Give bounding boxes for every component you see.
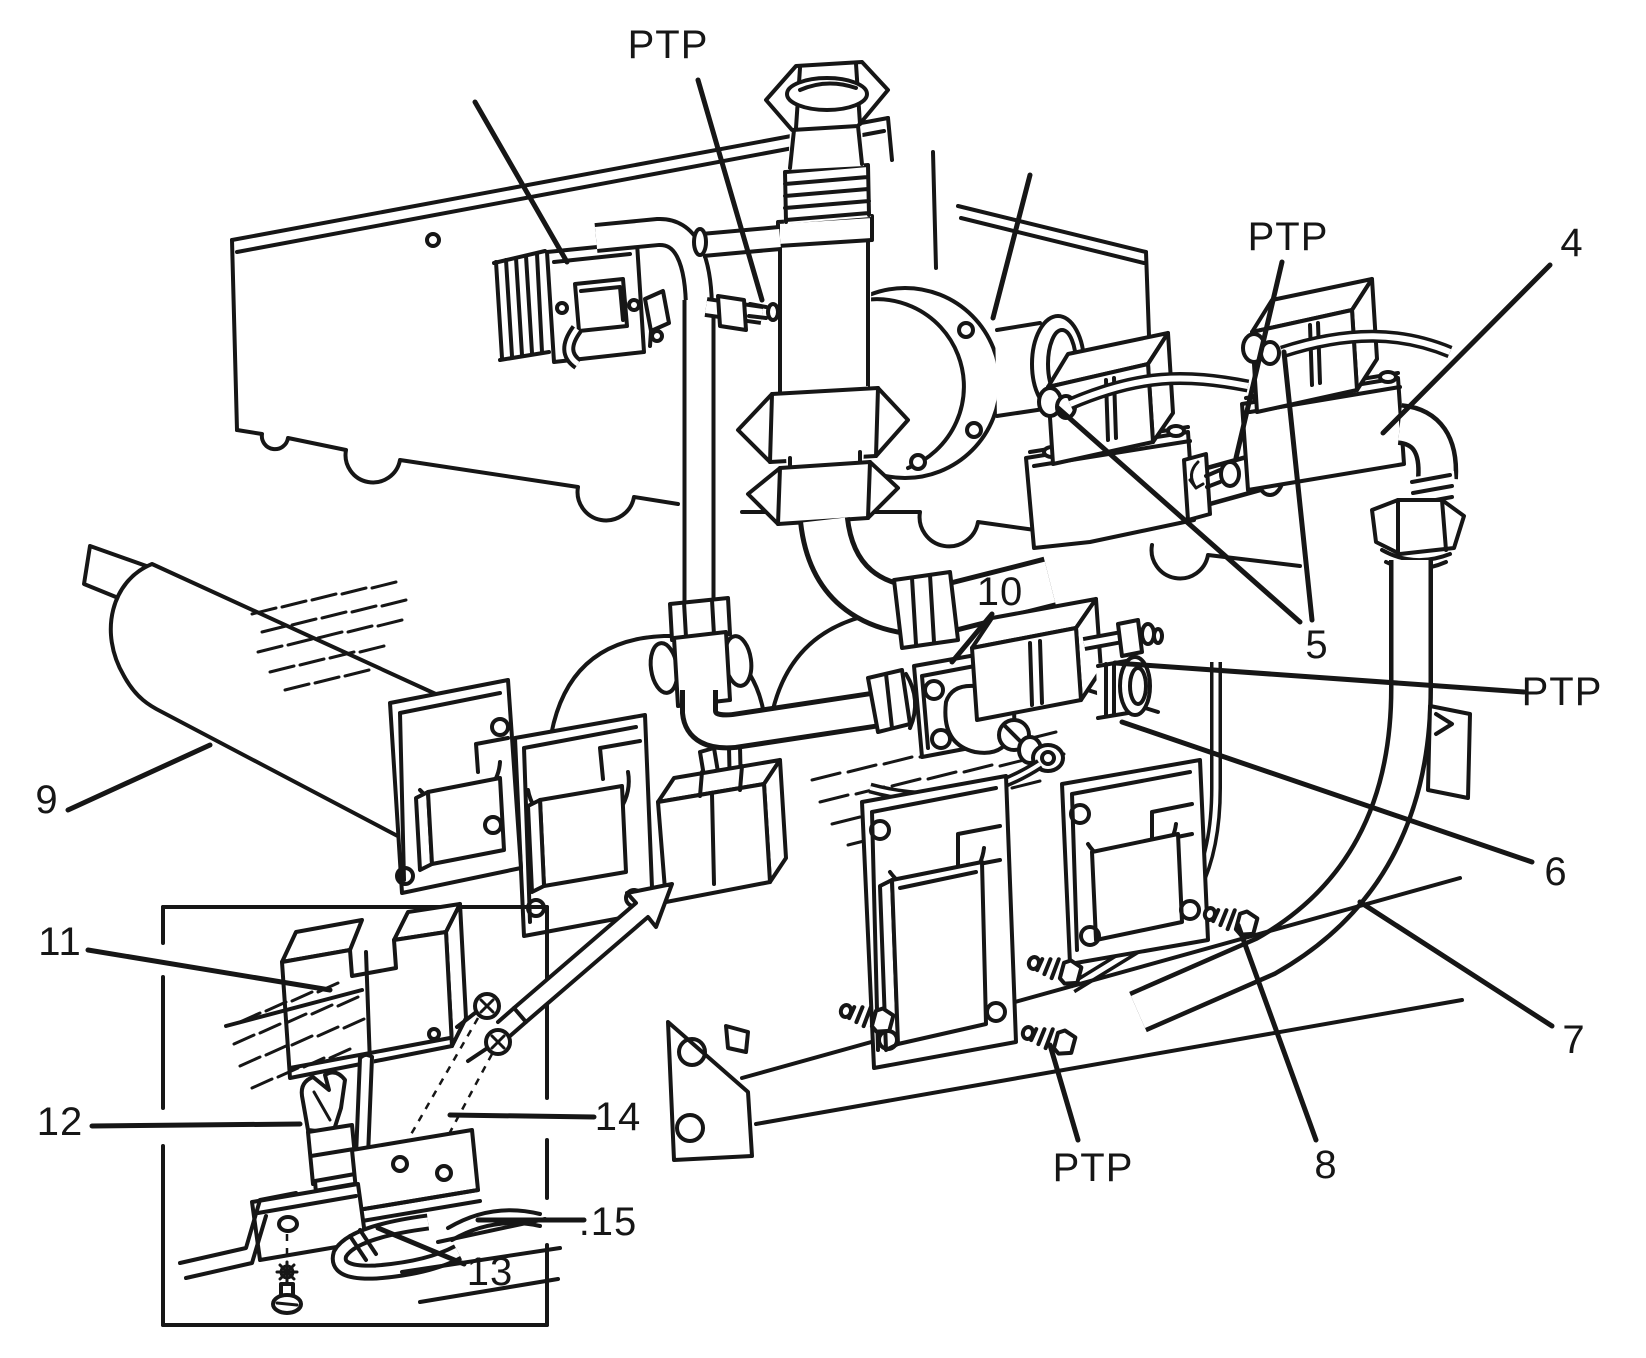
regulator-top-nut [764,60,890,132]
callout-7: 7 [1562,1018,1585,1062]
pipe-union [1370,498,1466,571]
pilot-gas-tube [330,1213,462,1281]
leader-7 [1357,899,1555,1029]
burner-mount-plate-9 [388,678,523,895]
bolt-8 [1199,899,1261,940]
burner-mount-plate-2 [513,713,655,938]
callout-6: 6 [1544,850,1567,894]
callout-ptp-4: PTP [1053,1146,1134,1190]
leader-13 [375,1225,467,1267]
callout-5: 5 [1305,623,1328,667]
callout-ptp-2: PTP [1248,215,1329,259]
igniter-bracket [350,1128,482,1223]
mounting-rail [666,876,1464,1162]
callout-15: .15 [579,1200,638,1244]
washer-and-screw [271,1234,303,1315]
leader-6 [1119,719,1535,865]
valve-test-port [1082,618,1164,658]
mount-bracket-bend [178,1191,298,1280]
leader-5-1 [1281,349,1315,623]
cover-screws [455,992,512,1063]
manifold-test-port [1188,460,1241,490]
burner-tube-9 [82,544,523,895]
module-clip [643,289,671,333]
igniter-cover-inset [280,902,468,1080]
unlabeled-leader-1 [472,99,570,265]
leader-8 [1235,922,1319,1143]
line-art [82,60,1472,1327]
inset-box [161,882,674,1327]
callout-ptp-3: PTP [1522,670,1603,714]
ignition-control-module [492,241,671,370]
leader-4 [1380,262,1553,436]
callout-9: 9 [35,778,58,822]
leader-5 [1055,405,1303,625]
callout-4: 4 [1560,221,1583,265]
pressure-regulator [692,60,1086,650]
flame-sensor-rod [354,1052,374,1158]
leader-ptp-1 [695,77,765,303]
callout-10: 10 [977,570,1024,614]
callout-11: 11 [38,920,82,964]
leader-9 [65,742,213,813]
callout-12: 12 [37,1100,84,1144]
valve-knob [1096,655,1152,720]
callout-ptp-1: PTP [628,23,709,67]
flame-spreader [400,1208,562,1304]
leader-ptp-2 [1233,259,1285,461]
solenoid-valve-right [1067,277,1466,571]
leader-10 [949,611,995,665]
leader-ptp-3 [1112,660,1527,695]
pipe-clip [1426,704,1472,800]
callout-13: 13 [467,1250,514,1294]
igniter-cover-main [656,745,788,904]
callout-14: 14 [595,1095,642,1139]
flame-hatch [232,981,366,1090]
burner-mount-plate-4 [1060,758,1210,966]
leader-14 [447,1112,597,1120]
burner-port-hatch [250,580,408,692]
tee-test-port [704,294,780,332]
leader-12 [89,1121,303,1129]
bolt-ptp [1017,1018,1079,1059]
inset-arrow [496,882,674,1038]
leader-ptp-4 [1047,1042,1081,1143]
riser-pipe-assembly [594,217,918,751]
back-panel [230,116,1302,581]
rail-end-bracket [666,1020,754,1162]
leader-11 [85,947,333,993]
gas-control-valve [868,597,1164,802]
callout-8: 8 [1314,1143,1337,1187]
unlabeled-leader-2 [990,172,1033,321]
